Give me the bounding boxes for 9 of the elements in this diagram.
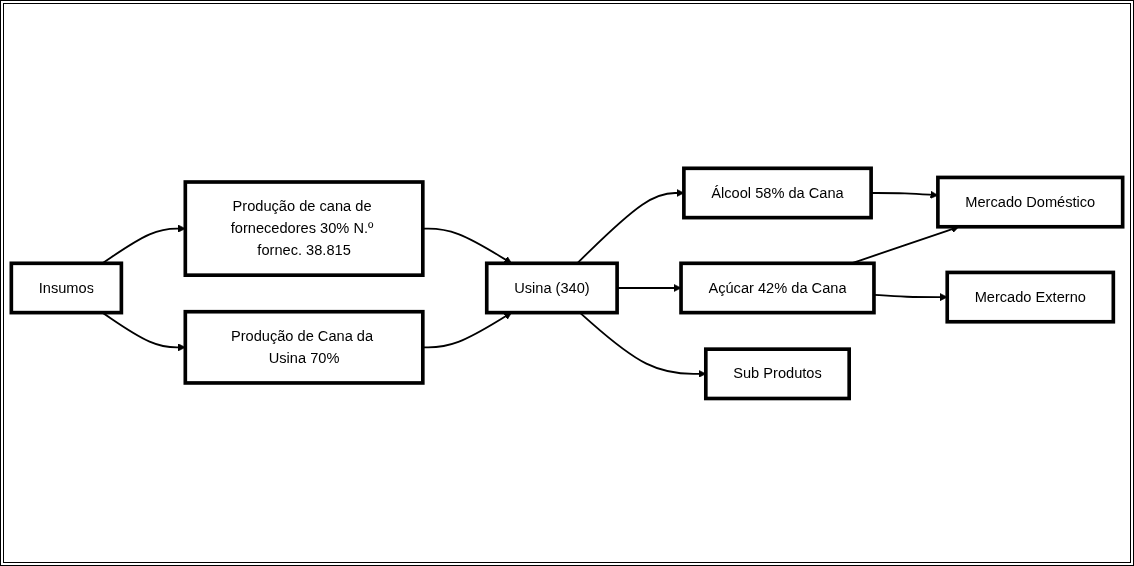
node-box: Mercado Doméstico (936, 175, 1125, 229)
node-box: Produção de Cana da Usina 70% (183, 309, 425, 385)
node-box: Açúcar 42% da Cana (679, 261, 876, 315)
node-box: Sub Produtos (704, 346, 851, 400)
node-box: Álcool 58% da Cana (682, 166, 873, 220)
node-box: Usina (340) (484, 261, 619, 315)
node-box: Mercado Externo (945, 270, 1116, 324)
node-box: Produção de cana de fornecedores 30% N.º fornec. 38.815 (183, 179, 425, 277)
node-box: Insumos (9, 261, 124, 315)
